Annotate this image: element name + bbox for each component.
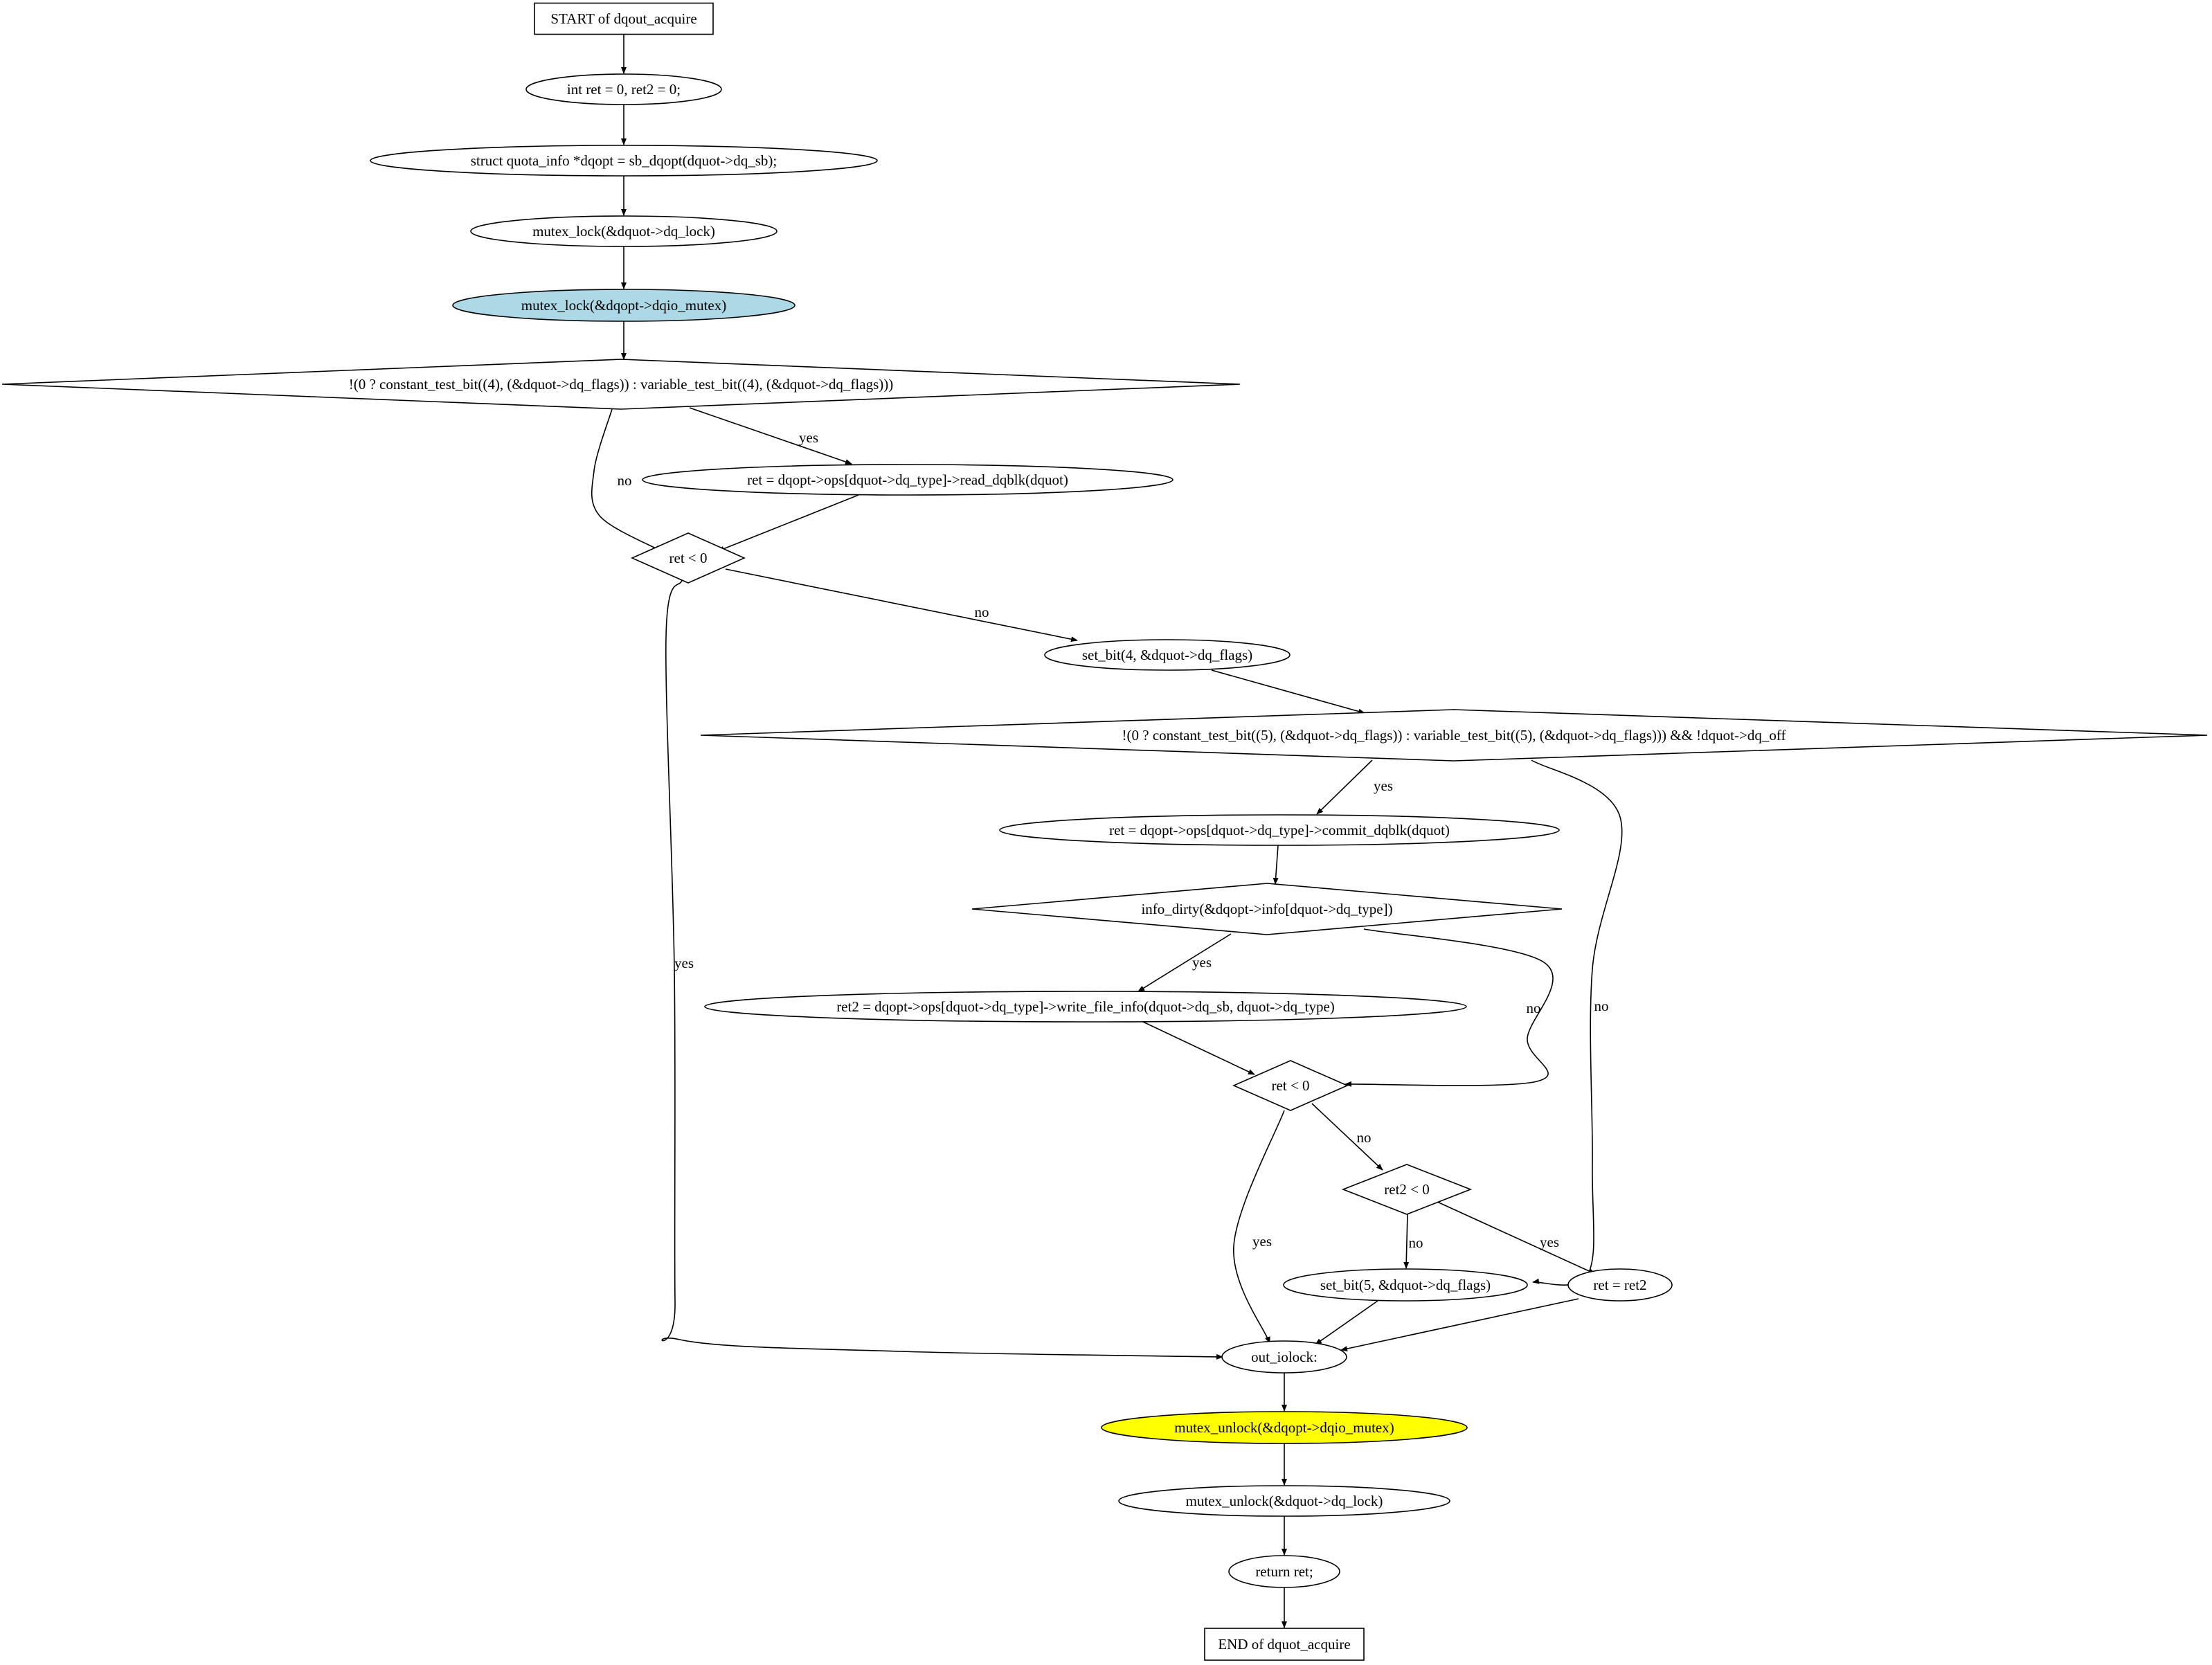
node-label-ret2_lt0: ret2 < 0 — [1384, 1181, 1430, 1198]
node-unlock1: mutex_unlock(&dquot->dq_lock) — [1118, 1485, 1450, 1517]
edge-label-cond_commit-setbit5: no — [1594, 998, 1609, 1014]
node-shape-commit — [999, 814, 1560, 846]
edge-info_dirty-write_info — [1138, 933, 1232, 992]
node-setbit5: set_bit(5, &dquot->dq_flags) — [1283, 1268, 1528, 1302]
edge-read-ret_lt0_a — [717, 494, 859, 552]
edge-labels: yes no no yes yes no yes no no yes no yes — [618, 429, 1609, 1251]
edge-info_dirty-ret_lt0_b — [1345, 928, 1554, 1087]
node-label-init: int ret = 0, ret2 = 0; — [567, 81, 681, 98]
node-label-info_dirty: info_dirty(&dqopt->info[dquot->dq_type]) — [1141, 901, 1392, 917]
edge-ret2_lt0-ret_eq_ret2 — [1437, 1201, 1596, 1275]
node-shape-return — [1228, 1555, 1340, 1588]
node-unlock2: mutex_unlock(&dqopt->dqio_mutex) — [1101, 1411, 1468, 1444]
node-ret_eq_ret2: ret = ret2 — [1567, 1268, 1673, 1302]
edge-label-ret2_lt0-ret_eq_ret2: yes — [1540, 1234, 1559, 1250]
edge-label-cond_read-read: yes — [799, 429, 818, 446]
node-label-dqopt: struct quota_info *dqopt = sb_dqopt(dquo… — [471, 152, 777, 169]
edge-ret2_lt0-setbit5 — [1403, 1214, 1410, 1269]
edge-ret_lt0_a-setbit4 — [725, 568, 1078, 642]
node-lock1: mutex_lock(&dquot->dq_lock) — [470, 215, 777, 247]
node-ret2_lt0: ret2 < 0 — [1341, 1164, 1473, 1215]
node-shape-info_dirty — [971, 883, 1563, 935]
node-label-write_info: ret2 = dqopt->ops[dquot->dq_type]->write… — [836, 998, 1335, 1015]
node-label-unlock2: mutex_unlock(&dqopt->dqio_mutex) — [1174, 1419, 1394, 1436]
node-label-unlock1: mutex_unlock(&dquot->dq_lock) — [1186, 1493, 1383, 1509]
edge-label-ret_lt0_b-out_iolock: yes — [1252, 1233, 1272, 1250]
edge-write_info-ret_lt0_b — [1142, 1021, 1255, 1075]
node-shape-setbit5 — [1283, 1268, 1528, 1302]
edge-label-info_dirty-ret_lt0_b: no — [1527, 1000, 1541, 1016]
node-read: ret = dqopt->ops[dquot->dq_type]->read_d… — [642, 464, 1174, 496]
node-setbit4: set_bit(4, &dquot->dq_flags) — [1044, 639, 1291, 671]
node-label-ret_lt0_a: ret < 0 — [669, 550, 708, 566]
node-info_dirty: info_dirty(&dqopt->info[dquot->dq_type]) — [971, 883, 1563, 935]
node-label-return: return ret; — [1255, 1563, 1313, 1580]
node-shape-dqopt — [370, 145, 878, 177]
node-shape-cond_read — [1, 359, 1241, 410]
node-cond_commit: !(0 ? constant_test_bit((5), (&dquot->dq… — [700, 709, 2208, 762]
node-label-cond_commit: !(0 ? constant_test_bit((5), (&dquot->dq… — [1122, 727, 1786, 744]
edge-commit-info_dirty — [1273, 845, 1279, 885]
node-label-cond_read: !(0 ? constant_test_bit((4), (&dquot->dq… — [349, 376, 893, 393]
node-out_iolock: out_iolock: — [1221, 1340, 1347, 1374]
node-shape-out_iolock — [1221, 1340, 1347, 1374]
node-label-start: START of dqout_acquire — [550, 10, 696, 27]
node-shape-unlock2 — [1101, 1411, 1468, 1444]
node-shape-cond_commit — [700, 709, 2208, 762]
edge-ret_lt0_a-out_iolock — [661, 579, 1223, 1360]
edge-label-cond_read-ret_lt0_a: no — [618, 472, 632, 489]
node-shape-write_info — [704, 991, 1467, 1023]
node-commit: ret = dqopt->ops[dquot->dq_type]->commit… — [999, 814, 1560, 846]
node-shape-lock2 — [452, 289, 795, 322]
node-write_info: ret2 = dqopt->ops[dquot->dq_type]->write… — [704, 991, 1467, 1023]
node-label-lock2: mutex_lock(&dqopt->dqio_mutex) — [521, 297, 726, 314]
edge-ret_lt0_b-ret2_lt0 — [1311, 1103, 1383, 1171]
edge-label-ret2_lt0-setbit5: no — [1409, 1234, 1423, 1251]
edge-ret_lt0_b-out_iolock — [1233, 1110, 1285, 1344]
edge-label-info_dirty-write_info: yes — [1192, 954, 1212, 971]
edge-cond_read-ret_lt0_a — [591, 408, 662, 552]
node-shape-read — [642, 464, 1174, 496]
node-shape-ret_eq_ret2 — [1567, 1268, 1673, 1302]
node-shape-lock1 — [470, 215, 777, 247]
node-label-ret_eq_ret2: ret = ret2 — [1593, 1277, 1646, 1293]
node-shape-ret_lt0_b — [1232, 1060, 1349, 1111]
node-shape-start — [534, 2, 714, 35]
node-shape-unlock1 — [1118, 1485, 1450, 1517]
node-label-commit: ret = dqopt->ops[dquot->dq_type]->commit… — [1109, 822, 1450, 838]
node-cond_read: !(0 ? constant_test_bit((4), (&dquot->dq… — [1, 359, 1241, 410]
node-label-end: END of dquot_acquire — [1218, 1636, 1350, 1653]
node-return: return ret; — [1228, 1555, 1340, 1588]
node-label-setbit5: set_bit(5, &dquot->dq_flags) — [1320, 1277, 1491, 1293]
node-start: START of dqout_acquire — [534, 2, 714, 35]
edge-cond_commit-commit — [1316, 759, 1373, 815]
node-ret_lt0_a: ret < 0 — [631, 532, 746, 584]
node-shape-init — [525, 73, 722, 105]
node-shape-end — [1204, 1628, 1365, 1661]
node-end: END of dquot_acquire — [1204, 1628, 1365, 1661]
edge-label-ret_lt0_b-ret2_lt0: no — [1357, 1129, 1372, 1146]
node-dqopt: struct quota_info *dqopt = sb_dqopt(dquo… — [370, 145, 878, 177]
node-label-out_iolock: out_iolock: — [1251, 1349, 1318, 1365]
node-lock2: mutex_lock(&dqopt->dqio_mutex) — [452, 289, 795, 322]
edge-label-cond_commit-commit: yes — [1374, 777, 1393, 794]
node-shape-ret2_lt0 — [1341, 1164, 1473, 1215]
node-label-setbit4: set_bit(4, &dquot->dq_flags) — [1082, 647, 1252, 663]
edge-setbit5-out_iolock — [1315, 1300, 1378, 1345]
node-label-read: ret = dqopt->ops[dquot->dq_type]->read_d… — [747, 471, 1068, 488]
edge-setbit4-cond_commit — [1211, 669, 1365, 714]
node-shape-setbit4 — [1044, 639, 1291, 671]
node-label-lock1: mutex_lock(&dquot->dq_lock) — [532, 223, 715, 240]
edge-label-ret_lt0_a-out_iolock: yes — [674, 955, 694, 971]
edge-cond_read-read — [689, 407, 852, 465]
edge-ret_eq_ret2-out_iolock — [1340, 1298, 1579, 1352]
node-label-ret_lt0_b: ret < 0 — [1272, 1077, 1310, 1094]
edge-label-ret_lt0_a-setbit4: no — [975, 604, 989, 620]
node-shape-ret_lt0_a — [631, 532, 746, 584]
node-init: int ret = 0, ret2 = 0; — [525, 73, 722, 105]
node-ret_lt0_b: ret < 0 — [1232, 1060, 1349, 1111]
edge-cond_commit-setbit5 — [1531, 759, 1623, 1286]
